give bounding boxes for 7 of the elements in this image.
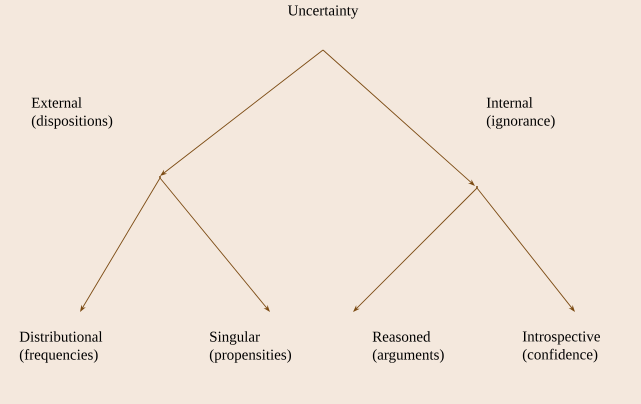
node-label: External (dispositions): [32, 97, 112, 129]
node-label: Internal (ignorance): [486, 97, 555, 129]
node-label: Uncertainty: [288, 5, 358, 19]
node-label: Introspective (confidence): [522, 331, 600, 363]
node-label: Distributional (frequencies): [20, 331, 102, 363]
node-label: Singular (propensities): [210, 331, 292, 363]
node-label: Reasoned (arguments): [372, 331, 444, 363]
